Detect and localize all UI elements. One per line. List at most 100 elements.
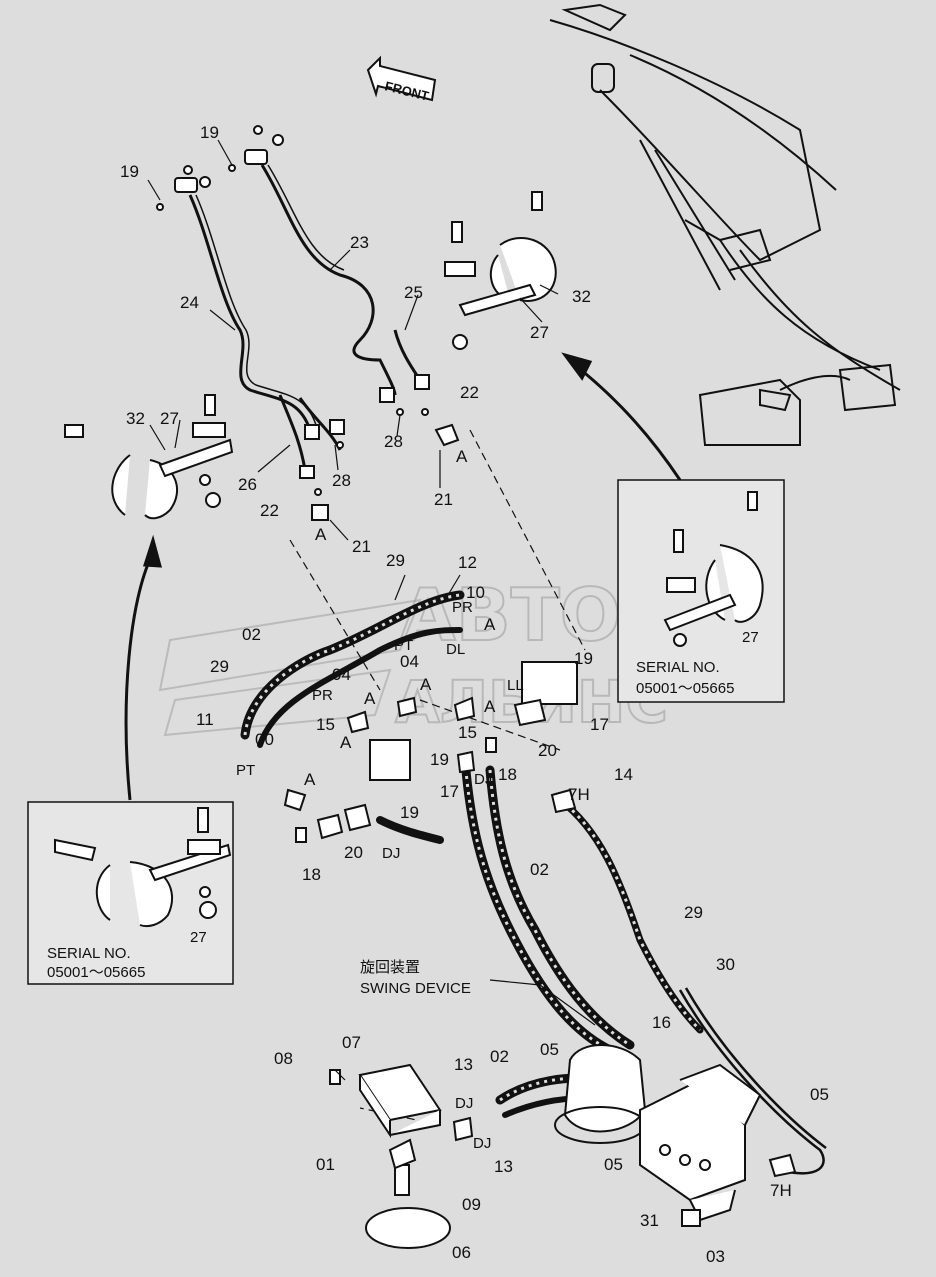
callout-DJ1: DJ bbox=[474, 771, 492, 788]
callout-32b: 32 bbox=[126, 409, 145, 428]
callout-16: 16 bbox=[652, 1013, 671, 1032]
callout-13a: 13 bbox=[454, 1055, 473, 1074]
callout-05c: 05 bbox=[604, 1155, 623, 1174]
callouts: 19 19 23 24 25 22 32 27 32 27 28 28 26 2… bbox=[120, 123, 829, 1266]
front-arrow: FRONT bbox=[366, 55, 437, 104]
inset-right-serial-label: SERIAL NO. bbox=[636, 659, 720, 676]
callout-04b: 04 bbox=[400, 652, 419, 671]
callout-A5: A bbox=[420, 675, 432, 694]
watermark-line1: АВТО bbox=[400, 573, 621, 657]
callout-20b: 20 bbox=[344, 843, 363, 862]
callout-19d: 19 bbox=[574, 649, 593, 668]
callout-27a: 27 bbox=[530, 323, 549, 342]
callout-29c: 29 bbox=[684, 903, 703, 922]
swing-device bbox=[554, 1044, 647, 1144]
callout-LL: LL bbox=[507, 677, 524, 694]
callout-18a: 18 bbox=[498, 765, 517, 784]
callout-05a: 05 bbox=[540, 1040, 559, 1059]
callout-00: 00 bbox=[255, 730, 274, 749]
inset-right-part: 27 bbox=[742, 629, 759, 646]
callout-A7: A bbox=[340, 733, 352, 752]
callout-7Hb: 7H bbox=[770, 1181, 792, 1200]
callout-18b: 18 bbox=[302, 865, 321, 884]
machine-drawing bbox=[549, 3, 901, 446]
callout-32a: 32 bbox=[572, 287, 591, 306]
callout-03: 03 bbox=[706, 1247, 725, 1266]
callout-10: 10 bbox=[466, 583, 485, 602]
inset-left: 27 SERIAL NO. 05001～05665 bbox=[27, 801, 234, 985]
callout-02b: 02 bbox=[530, 860, 549, 879]
callout-PR1: PR bbox=[452, 599, 473, 616]
fittings-upper bbox=[156, 125, 460, 521]
callout-19b: 19 bbox=[200, 123, 219, 142]
callout-DL: DL bbox=[446, 641, 465, 658]
callout-22a: 22 bbox=[460, 383, 479, 402]
inset-right: 27 SERIAL NO. 05001～05665 bbox=[617, 479, 785, 703]
callout-17a: 17 bbox=[440, 782, 459, 801]
callout-22b: 22 bbox=[260, 501, 279, 520]
callout-12: 12 bbox=[458, 553, 477, 572]
callout-07: 07 bbox=[342, 1033, 361, 1052]
callout-15b: 15 bbox=[458, 723, 477, 742]
swing-device-jp: 旋回装置 bbox=[360, 959, 420, 976]
callout-29a: 29 bbox=[386, 551, 405, 570]
callout-19c: 19 bbox=[430, 750, 449, 769]
inset-left-serial-range: 05001～05665 bbox=[47, 964, 145, 981]
inset-right-serial-range: 05001～05665 bbox=[636, 680, 734, 697]
callout-7Ha: 7H bbox=[568, 785, 590, 804]
callout-29b: 29 bbox=[210, 657, 229, 676]
callout-02c: 02 bbox=[490, 1047, 509, 1066]
callout-11: 11 bbox=[196, 710, 214, 729]
callout-14: 14 bbox=[614, 765, 633, 784]
callout-26: 26 bbox=[238, 475, 257, 494]
clamp-upper bbox=[444, 191, 557, 350]
swing-device-en: SWING DEVICE bbox=[360, 980, 471, 997]
callout-A1: A bbox=[456, 447, 468, 466]
callout-20a: 20 bbox=[538, 741, 557, 760]
callout-08: 08 bbox=[274, 1049, 293, 1068]
callout-21b: 21 bbox=[352, 537, 371, 556]
valve-block bbox=[639, 1063, 762, 1227]
callout-28b: 28 bbox=[332, 471, 351, 490]
callout-PT1: PT bbox=[394, 637, 413, 654]
plate-06 bbox=[365, 1138, 451, 1249]
hoses-upper bbox=[188, 164, 422, 471]
swing-device-caption: 旋回装置 SWING DEVICE bbox=[360, 959, 471, 997]
dash-lines bbox=[289, 429, 586, 1126]
callout-01: 01 bbox=[316, 1155, 335, 1174]
callout-19e: 19 bbox=[400, 803, 419, 822]
callout-04a: 04 bbox=[332, 665, 351, 684]
callout-A4: A bbox=[364, 689, 376, 708]
misc-fittings bbox=[283, 661, 797, 1178]
callout-A8: A bbox=[304, 770, 316, 789]
callout-PR2: PR bbox=[312, 687, 333, 704]
callout-27b: 27 bbox=[160, 409, 179, 428]
callout-A6: A bbox=[484, 697, 496, 716]
callout-31: 31 bbox=[640, 1211, 659, 1230]
inset-arrows bbox=[124, 352, 682, 801]
callout-A3: A bbox=[484, 615, 496, 634]
callout-21a: 21 bbox=[434, 490, 453, 509]
callout-23: 23 bbox=[350, 233, 369, 252]
callout-19a: 19 bbox=[120, 162, 139, 181]
callout-09: 09 bbox=[462, 1195, 481, 1214]
leader-lines bbox=[147, 139, 596, 1081]
callout-DJ3: DJ bbox=[455, 1095, 473, 1112]
callout-13b: 13 bbox=[494, 1157, 513, 1176]
callout-24: 24 bbox=[180, 293, 199, 312]
callout-17b: 17 bbox=[590, 715, 609, 734]
callout-DJ4: DJ bbox=[473, 1135, 491, 1152]
callout-PT2: PT bbox=[236, 762, 255, 779]
clamp-left bbox=[64, 394, 234, 520]
callout-05b: 05 bbox=[810, 1085, 829, 1104]
callout-15a: 15 bbox=[316, 715, 335, 734]
inset-left-part: 27 bbox=[190, 929, 207, 946]
callout-06: 06 bbox=[452, 1243, 471, 1262]
hose-30 bbox=[678, 987, 827, 1175]
callout-02a: 02 bbox=[242, 625, 261, 644]
callout-28a: 28 bbox=[384, 432, 403, 451]
box-07 bbox=[358, 1063, 442, 1139]
callout-DJ2: DJ bbox=[382, 845, 400, 862]
inset-left-serial-label: SERIAL NO. bbox=[47, 945, 131, 962]
